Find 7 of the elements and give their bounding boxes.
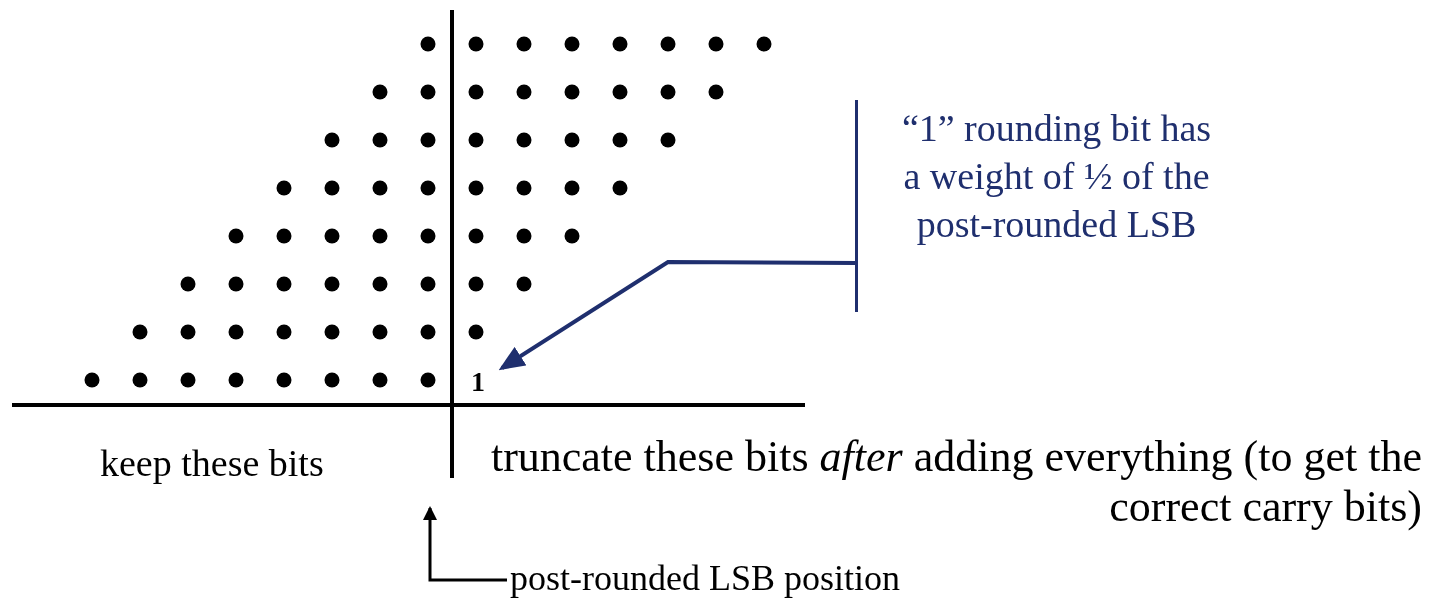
- arrow: [423, 506, 507, 582]
- rounding-bit-digit: 1: [466, 366, 490, 398]
- lsb-position-label: post-rounded LSB position: [510, 556, 1010, 600]
- region-note: truncate these bits after adding everything (to get the correct carry bits): [489, 432, 1422, 532]
- region-label: keep these bits: [100, 441, 324, 486]
- annotation-text: “1” rounding bit has a weight of ½ of the post-rounded LSB: [855, 100, 1225, 312]
- arrow: [498, 260, 857, 371]
